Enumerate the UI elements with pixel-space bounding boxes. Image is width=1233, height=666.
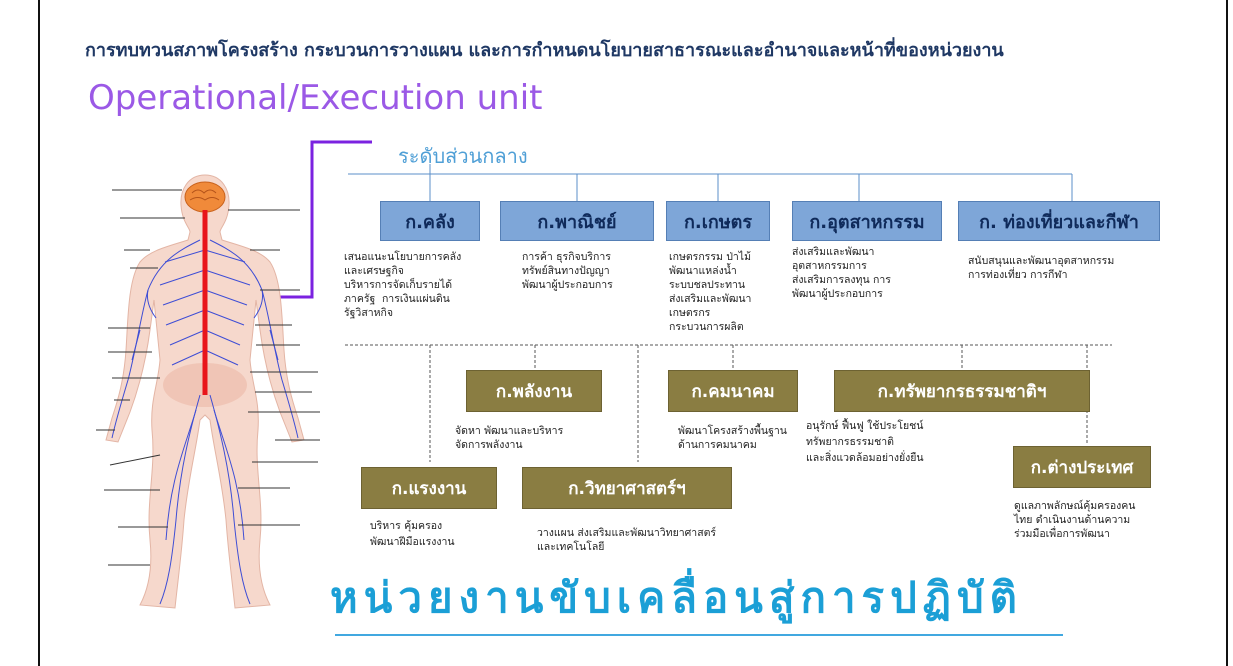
slide-frame bbox=[38, 0, 1228, 666]
unit-desc-tourism: สนับสนุนและพัฒนาอุตสาหกรรม การท่องเที่ยว… bbox=[968, 255, 1115, 281]
unit-desc-energy: จัดหา พัฒนาและบริหาร จัดการพลังงาน bbox=[455, 425, 564, 451]
unit-box-commerce: ก.พาณิชย์ bbox=[500, 201, 654, 241]
footer-heading: หน่วยงานขับเคลื่อนสู่การปฏิบัติ bbox=[330, 573, 1023, 622]
unit-desc-finance: เสนอแนะนโยบายการคลัง และเศรษฐกิจ บริหารก… bbox=[344, 251, 462, 319]
unit-desc-natural-resources: อนุรักษ์ ฟื้นฟู ใช้ประโยชน์ ทรัพยากรธรรม… bbox=[806, 420, 924, 464]
unit-desc-transport: พัฒนาโครงสร้างพื้นฐาน ด้านการคมนาคม bbox=[678, 425, 787, 451]
unit-box-industry: ก.อุตสาหกรรม bbox=[792, 201, 942, 241]
unit-desc-commerce: การค้า ธุรกิจบริการ ทรัพย์สินทางปัญญา พั… bbox=[522, 251, 613, 291]
unit-desc-agriculture: เกษตรกรรม ป่าไม้ พัฒนาแหล่งน้ำ ระบบชลประ… bbox=[669, 251, 752, 333]
unit-box-agriculture: ก.เกษตร bbox=[666, 201, 770, 241]
unit-box-finance: ก.คลัง bbox=[380, 201, 480, 241]
level-label: ระดับส่วนกลาง bbox=[398, 144, 528, 168]
unit-desc-foreign-affairs: ดูแลภาพลักษณ์คุ้มครองคน ไทย ดำเนินงานด้า… bbox=[1014, 500, 1136, 540]
unit-desc-labour: บริหาร คุ้มครอง พัฒนาฝีมือแรงงาน bbox=[370, 520, 455, 548]
unit-box-science: ก.วิทยาศาสตร์ฯ bbox=[522, 467, 732, 509]
unit-desc-science: วางแผน ส่งเสริมและพัฒนาวิทยาศาสตร์ และเท… bbox=[537, 527, 717, 553]
footer-underline bbox=[335, 634, 1063, 636]
page-subtitle: Operational/Execution unit bbox=[88, 78, 543, 118]
unit-box-labour: ก.แรงงาน bbox=[361, 467, 497, 509]
unit-desc-industry: ส่งเสริมและพัฒนา อุตสาหกรรมการ ส่งเสริมก… bbox=[792, 246, 891, 300]
unit-box-transport: ก.คมนาคม bbox=[668, 370, 798, 412]
unit-box-energy: ก.พลังงาน bbox=[466, 370, 602, 412]
unit-box-tourism: ก. ท่องเที่ยวและกีฬา bbox=[958, 201, 1160, 241]
unit-box-natural-resources: ก.ทรัพยากรธรรมชาติฯ bbox=[834, 370, 1090, 412]
top-tree-lines bbox=[348, 164, 1073, 201]
unit-box-foreign-affairs: ก.ต่างประเทศ bbox=[1013, 446, 1151, 488]
human-nervous-system-icon bbox=[96, 174, 320, 609]
page-title: การทบทวนสภาพโครงสร้าง กระบวนการวางแผน แล… bbox=[85, 40, 1004, 61]
